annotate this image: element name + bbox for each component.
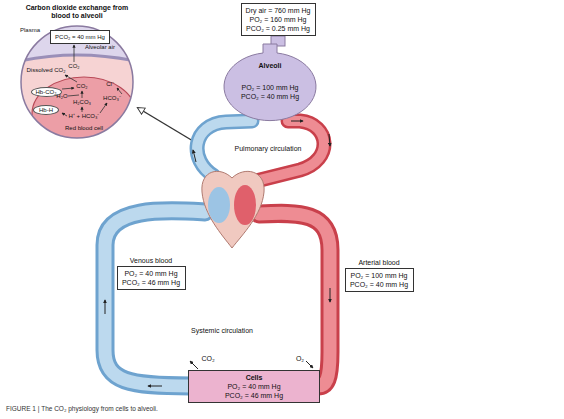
pressure-value: PO₂ = 160 mm Hg	[250, 15, 307, 24]
cells-band: CellsPO₂ = 40 mm HgPCO₂ = 46 mm Hg	[188, 370, 320, 403]
pressure-value: PCO₂ = 40 mm Hg	[241, 92, 299, 101]
box-heading: Venous blood	[130, 256, 172, 265]
cells-name: Cells	[246, 373, 263, 382]
inset-interior	[15, 20, 140, 151]
vessels	[105, 121, 330, 386]
pressure-value: Dry air = 760 mm Hg	[246, 6, 311, 15]
gas-label: CO₂	[201, 354, 214, 363]
molecule-label: H₂CO₃	[73, 98, 91, 106]
pressure-value: PO₂ = 100 mm Hg	[351, 271, 408, 280]
cell-label: Red blood cell	[65, 124, 103, 132]
alveoli-sac: AlveoliPO₂ = 100 mm HgPCO₂ = 40 mm Hg	[222, 44, 318, 122]
circulation-label: Systemic circulation	[191, 326, 253, 335]
pressure-value: PO₂ = 40 mm Hg	[227, 382, 280, 391]
region-label: Plasma	[20, 26, 40, 34]
flow-arrows	[105, 121, 330, 386]
heart	[202, 171, 264, 248]
dry-air-box: Dry air = 760 mm HgPO₂ = 160 mm HgPCO₂ =…	[241, 3, 316, 36]
inset-arrows	[62, 45, 122, 116]
region-label: Alveolar air	[85, 43, 115, 51]
ion-label: HCO₃⁻	[103, 94, 121, 102]
pressure-value: PCO₂ = 0.25 mm Hg	[246, 24, 310, 33]
alveoli-outline	[222, 44, 318, 122]
circulation-label: Pulmonary circulation	[235, 144, 302, 153]
box-heading: Arterial blood	[358, 258, 399, 267]
ion-label: Cl⁻	[106, 80, 114, 88]
pressure-value: PO₂ = 40 mm Hg	[124, 269, 177, 278]
value-frame: PO₂ = 100 mm HgPCO₂ = 40 mm Hg	[345, 268, 414, 292]
inset-outline	[21, 26, 133, 138]
gas-label: Dissolved CO₂	[26, 66, 65, 74]
molecule-label: H₂O	[56, 92, 67, 100]
pressure-value: PCO₂ = 40 mm Hg	[350, 280, 408, 289]
gas-label: O₂	[296, 354, 304, 363]
callout-title: Carbon dioxide exchange from blood to al…	[18, 4, 136, 20]
arterial-blood-box: Arterial bloodPO₂ = 100 mm HgPCO₂ = 40 m…	[345, 258, 414, 292]
ion-label: H⁺ + HCO₃⁻	[69, 112, 100, 120]
venous-blood-box: Venous bloodPO₂ = 40 mm HgPCO₂ = 46 mm H…	[117, 256, 186, 290]
pressure-value: PO₂ = 100 mm Hg	[242, 83, 299, 92]
pressure-value: PCO₂ = 46 mm Hg	[122, 278, 180, 287]
gas-label: CO₂	[76, 82, 87, 90]
pressure-value: PCO₂ = 40 mm Hg	[55, 33, 105, 41]
value-frame: PO₂ = 40 mm HgPCO₂ = 46 mm Hg	[117, 266, 186, 290]
pressure-value: PCO₂ = 46 mm Hg	[225, 391, 283, 400]
hemoglobin-name: Hb-H	[39, 106, 53, 114]
sac-name: Alveoli	[259, 61, 282, 70]
figure-caption: FIGURE 1 | The CO₂ physiology from cells…	[6, 405, 158, 413]
hemoglobin-ellipse: Hb-H	[33, 105, 59, 115]
alveolus-shape	[224, 44, 316, 121]
pressure-box: PCO₂ = 40 mm Hg	[50, 30, 110, 44]
hemoglobin-name: Hb-CO₂	[36, 88, 57, 96]
gas-label: CO₂	[68, 62, 79, 70]
